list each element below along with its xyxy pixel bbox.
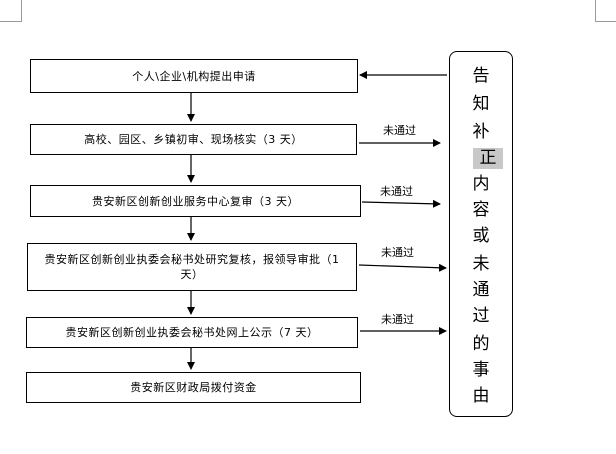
step-initial-review: 高校、园区、乡镇初审、现场核实（3 天） <box>30 124 357 155</box>
corner-mark-left <box>0 0 22 22</box>
notice-char: 事 <box>472 360 490 380</box>
corner-mark-right <box>595 0 616 22</box>
reject-arrow-3 <box>358 263 447 272</box>
step-initial-review-label: 高校、园区、乡镇初审、现场核实（3 天） <box>84 133 303 146</box>
notice-char: 容 <box>472 200 490 220</box>
notice-char: 通 <box>472 280 490 300</box>
step-apply-label: 个人\企业\机构提出申请 <box>132 69 256 83</box>
notice-char: 补 <box>472 122 490 142</box>
notice-char: 过 <box>472 306 490 326</box>
reject-arrow-2 <box>361 199 441 208</box>
step-public-notice-label: 贵安新区创新创业执委会秘书处网上公示（7 天） <box>65 326 319 339</box>
notice-box: 告知补正内容或未通过的事由 <box>449 51 513 417</box>
reject-label-1: 未通过 <box>383 124 416 137</box>
reject-label-2: 未通过 <box>380 185 413 198</box>
step-fund-release: 贵安新区财政局拨付资金 <box>26 372 361 403</box>
step-second-review-label: 贵安新区创新创业服务中心复审（3 天） <box>92 194 299 208</box>
reject-label-4: 未通过 <box>381 313 414 326</box>
notice-char: 正 <box>473 148 503 169</box>
step-verify-approve-label: 贵安新区创新创业执委会秘书处研究复核，报领导审批（1 天） <box>44 253 340 281</box>
step-verify-approve: 贵安新区创新创业执委会秘书处研究复核，报领导审批（1 天） <box>27 243 357 291</box>
notice-char: 或 <box>472 226 490 246</box>
notice-char: 未 <box>472 254 490 274</box>
reject-label-3: 未通过 <box>381 246 414 259</box>
notice-char: 由 <box>472 386 490 406</box>
notice-char: 的 <box>472 334 490 354</box>
step-apply: 个人\企业\机构提出申请 <box>30 59 358 93</box>
notice-char: 知 <box>472 94 490 114</box>
step-fund-release-label: 贵安新区财政局拨付资金 <box>130 381 257 394</box>
step-public-notice: 贵安新区创新创业执委会秘书处网上公示（7 天） <box>26 317 358 348</box>
notice-char: 内 <box>472 174 490 194</box>
notice-char: 告 <box>472 66 490 86</box>
step-second-review: 贵安新区创新创业服务中心复审（3 天） <box>30 185 361 217</box>
